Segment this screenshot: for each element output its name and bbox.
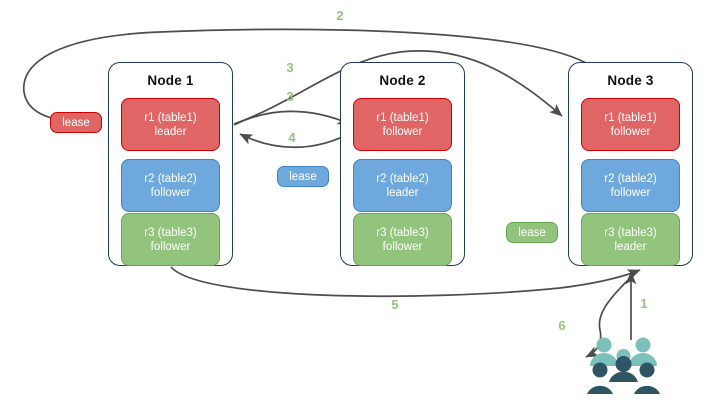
node-title-node2: Node 2 bbox=[379, 73, 426, 88]
node-title-node1: Node 1 bbox=[147, 73, 194, 88]
replica-node1-r2[interactable]: r2 (table2) follower bbox=[121, 159, 220, 212]
edge-label-5: 5 bbox=[391, 297, 399, 312]
replica-node3-r1[interactable]: r1 (table1) follower bbox=[581, 98, 680, 151]
node-container-node1: Node 1 r1 (table1) leader r2 (table2) fo… bbox=[108, 62, 233, 266]
edge-label-3-upper: 3 bbox=[286, 60, 294, 75]
replica-role: leader bbox=[386, 186, 419, 199]
edge-label-1: 1 bbox=[640, 296, 648, 311]
node-title-node3: Node 3 bbox=[607, 73, 654, 88]
node-container-node3: Node 3 r1 (table1) follower r2 (table2) … bbox=[568, 62, 693, 266]
replica-node3-r3[interactable]: r3 (table3) leader bbox=[581, 213, 680, 266]
replica-name: r1 (table1) bbox=[604, 111, 657, 124]
replica-name: r3 (table3) bbox=[144, 226, 197, 239]
edge-5-path bbox=[170, 266, 641, 298]
replica-node2-r1[interactable]: r1 (table1) follower bbox=[353, 98, 452, 151]
replica-name: r3 (table3) bbox=[376, 226, 429, 239]
edge-label-2: 2 bbox=[336, 8, 344, 23]
replica-name: r2 (table2) bbox=[144, 172, 197, 185]
replica-role: follower bbox=[382, 240, 423, 253]
replica-role: follower bbox=[382, 125, 423, 138]
replica-role: follower bbox=[610, 125, 651, 138]
replica-role: leader bbox=[154, 125, 187, 138]
replica-node3-r2[interactable]: r2 (table2) follower bbox=[581, 159, 680, 212]
replica-role: follower bbox=[610, 186, 651, 199]
replica-name: r2 (table2) bbox=[604, 172, 657, 185]
edge-label-3-lower: 3 bbox=[286, 89, 294, 104]
lease-box-blue[interactable]: lease bbox=[277, 166, 329, 187]
replica-node2-r3[interactable]: r3 (table3) follower bbox=[353, 213, 452, 266]
edge-3-lower-path bbox=[233, 110, 351, 126]
replica-name: r2 (table2) bbox=[376, 172, 429, 185]
edge-label-4: 4 bbox=[288, 130, 296, 145]
replica-node1-r1[interactable]: r1 (table1) leader bbox=[121, 98, 220, 151]
replica-name: r1 (table1) bbox=[144, 111, 197, 124]
replica-node2-r2[interactable]: r2 (table2) leader bbox=[353, 159, 452, 212]
replica-node1-r3[interactable]: r3 (table3) follower bbox=[121, 213, 220, 266]
replica-name: r3 (table3) bbox=[604, 226, 657, 239]
node-container-node2: Node 2 r1 (table1) follower r2 (table2) … bbox=[340, 62, 465, 266]
replica-name: r1 (table1) bbox=[376, 111, 429, 124]
clients-people-icon bbox=[587, 337, 660, 394]
lease-box-green[interactable]: lease bbox=[506, 222, 558, 243]
lease-box-red[interactable]: lease bbox=[50, 112, 102, 133]
edge-label-6: 6 bbox=[558, 318, 566, 333]
replica-role: follower bbox=[150, 240, 191, 253]
replica-role: follower bbox=[150, 186, 191, 199]
replica-role: leader bbox=[614, 240, 647, 253]
